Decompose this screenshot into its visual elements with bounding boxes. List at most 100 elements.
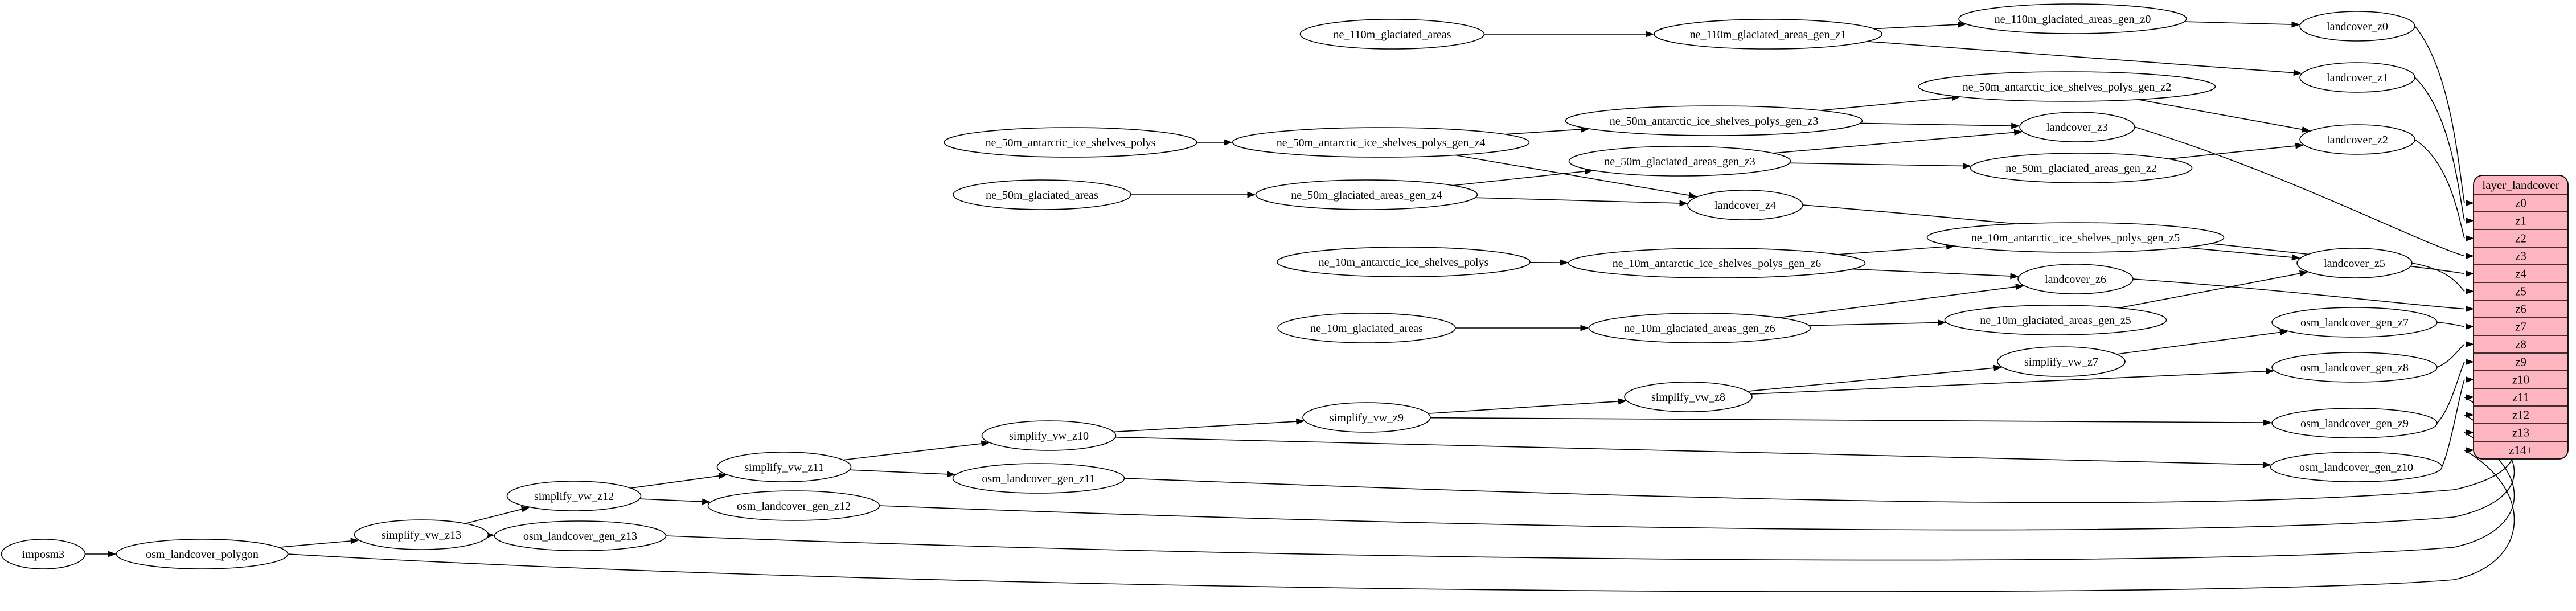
edge-simplify_vw_z8-osm_landcover_gen_z8-arrowhead-icon (2266, 368, 2275, 375)
edge-imposm3-osm_landcover_polygon-arrowhead-icon (108, 551, 117, 557)
edge-landcover_z3-row-z3 (2134, 126, 2465, 257)
node-ne_10m_antarctic_ice_shelves_polys_gen_z6: ne_10m_antarctic_ice_shelves_polys_gen_z… (1568, 248, 1866, 278)
edge-simplify_vw_z13-simplify_vw_z12 (465, 509, 523, 524)
node-label-simplify_vw_z10: simplify_vw_z10 (1009, 430, 1089, 442)
edge-simplify_vw_z12-osm_landcover_gen_z12 (639, 498, 703, 502)
edge-osm_landcover_polygon-simplify_vw_z13 (278, 540, 351, 548)
node-label-osm_landcover_polygon: osm_landcover_polygon (146, 548, 259, 561)
edge-osm_landcover_gen_z13-row-z13 (666, 432, 2515, 561)
node-label-simplify_vw_z11: simplify_vw_z11 (744, 461, 823, 474)
table-row-z13: z13 (2512, 426, 2529, 440)
edge-osm_landcover_gen_z7-row-z7-arrowhead-icon (2466, 323, 2474, 330)
node-ne_50m_antarctic_ice_shelves_polys_gen_z2: ne_50m_antarctic_ice_shelves_polys_gen_z… (1918, 71, 2216, 102)
edge-osm_landcover_gen_z10-row-z10 (2441, 379, 2465, 468)
node-ellipse-simplify_vw_z7 (1997, 346, 2126, 377)
node-label-landcover_z5: landcover_z5 (2324, 257, 2385, 270)
node-ellipse-landcover_z2 (2299, 124, 2415, 155)
node-ellipse-osm_landcover_gen_z12 (707, 490, 880, 521)
edge-ne_10m_antarctic_ice_shelves_polys-ne_10m_antarctic_ice_shelves_polys_gen_z6-arrowhead-icon (1560, 259, 1569, 266)
node-ellipse-ne_110m_glaciated_areas_gen_z1 (1654, 19, 1882, 50)
table-row-z14+: z14+ (2509, 444, 2533, 457)
edge-ne_50m_antarctic_ice_shelves_polys_gen_z4-landcover_z4-arrowhead-icon (1688, 192, 1698, 199)
edge-simplify_vw_z12-simplify_vw_z11 (630, 475, 720, 489)
node-ellipse-landcover_z1 (2299, 62, 2415, 93)
table-row-z1: z1 (2515, 214, 2526, 228)
table-row-z6: z6 (2515, 302, 2526, 316)
edge-simplify_vw_z8-simplify_vw_z7 (1747, 367, 1995, 392)
node-landcover_z5: landcover_z5 (2296, 248, 2413, 278)
node-label-osm_landcover_gen_z11: osm_landcover_gen_z11 (982, 473, 1095, 485)
edge-simplify_vw_z10-osm_landcover_gen_z10 (1115, 436, 2263, 465)
edge-landcover_z6-row-z6-arrowhead-icon (2466, 306, 2474, 312)
edge-ne_50m_antarctic_ice_shelves_polys_gen_z3-landcover_z3 (1860, 122, 2012, 126)
node-label-simplify_vw_z12: simplify_vw_z12 (534, 490, 614, 503)
edge-ne_10m_glaciated_areas_gen_z5-landcover_z5-arrowhead-icon (2299, 270, 2308, 277)
edge-landcover_z6-row-z6 (2132, 278, 2465, 310)
node-label-osm_landcover_gen_z7: osm_landcover_gen_z7 (2300, 317, 2409, 329)
node-label-simplify_vw_z7: simplify_vw_z7 (2024, 356, 2098, 368)
node-osm_landcover_gen_z13: osm_landcover_gen_z13 (494, 520, 667, 551)
edge-ne_50m_antarctic_ice_shelves_polys_gen_z2-landcover_z2-arrowhead-icon (2301, 126, 2311, 133)
node-label-ne_110m_glaciated_areas: ne_110m_glaciated_areas (1334, 28, 1451, 41)
node-ne_50m_antarctic_ice_shelves_polys_gen_z4: ne_50m_antarctic_ice_shelves_polys_gen_z… (1232, 127, 1530, 158)
edge-ne_110m_glaciated_areas_gen_z0-landcover_z0 (2184, 21, 2292, 25)
node-ne_50m_glaciated_areas: ne_50m_glaciated_areas (953, 179, 1131, 210)
node-osm_landcover_polygon: osm_landcover_polygon (116, 539, 289, 569)
node-osm_landcover_gen_z7: osm_landcover_gen_z7 (2271, 307, 2438, 338)
edge-osm_landcover_polygon-row-z14+ (288, 449, 2515, 592)
edge-simplify_vw_z10-osm_landcover_gen_z10-arrowhead-icon (2262, 461, 2271, 468)
node-ellipse-ne_10m_glaciated_areas_gen_z5 (1944, 305, 2167, 335)
table-row-z10: z10 (2512, 373, 2529, 387)
edge-simplify_vw_z9-simplify_vw_z8-arrowhead-icon (1618, 398, 1627, 405)
edge-osm_landcover_gen_z12-row-z12-arrowhead-icon (2466, 412, 2474, 418)
node-ellipse-landcover_z5 (2296, 248, 2413, 278)
node-label-osm_landcover_gen_z12: osm_landcover_gen_z12 (737, 500, 851, 512)
node-label-ne_10m_antarctic_ice_shelves_polys_gen_z6: ne_10m_antarctic_ice_shelves_polys_gen_z… (1613, 257, 1822, 270)
node-ellipse-ne_10m_antarctic_ice_shelves_polys_gen_z5 (1926, 222, 2225, 253)
node-ellipse-ne_50m_glaciated_areas_gen_z2 (1970, 153, 2193, 183)
table-row-z11: z11 (2512, 391, 2529, 404)
table-row-z0: z0 (2515, 196, 2526, 210)
edge-ne_50m_antarctic_ice_shelves_polys_gen_z3-landcover_z3-arrowhead-icon (2011, 122, 2020, 129)
node-label-osm_landcover_gen_z9: osm_landcover_gen_z9 (2300, 417, 2409, 430)
node-label-ne_10m_antarctic_ice_shelves_polys_gen_z5: ne_10m_antarctic_ice_shelves_polys_gen_z… (1971, 232, 2180, 244)
node-ne_110m_glaciated_areas: ne_110m_glaciated_areas (1299, 19, 1485, 50)
edge-ne_50m_glaciated_areas_gen_z2-landcover_z2 (2168, 145, 2296, 159)
edge-ne_10m_glaciated_areas_gen_z6-landcover_z6-arrowhead-icon (2015, 284, 2024, 290)
edge-landcover_z1-row-z1-arrowhead-icon (2466, 218, 2474, 224)
edge-ne_50m_glaciated_areas_gen_z4-ne_50m_glaciated_areas_gen_z3 (1453, 170, 1586, 186)
node-ne_10m_glaciated_areas: ne_10m_glaciated_areas (1277, 313, 1456, 343)
node-label-landcover_z0: landcover_z0 (2327, 20, 2388, 33)
edge-landcover_z5-row-z5 (2411, 263, 2465, 292)
edge-ne_50m_antarctic_ice_shelves_polys-ne_50m_antarctic_ice_shelves_polys_gen_z4-arrowhead-icon (1224, 139, 1233, 146)
node-ellipse-osm_landcover_polygon (116, 539, 289, 569)
node-simplify_vw_z9: simplify_vw_z9 (1302, 402, 1431, 433)
edge-osm_landcover_gen_z12-row-z12 (879, 414, 2515, 531)
node-ne_10m_glaciated_areas_gen_z5: ne_10m_glaciated_areas_gen_z5 (1944, 305, 2167, 335)
node-label-osm_landcover_gen_z8: osm_landcover_gen_z8 (2300, 362, 2409, 374)
node-simplify_vw_z12: simplify_vw_z12 (506, 481, 642, 511)
edge-ne_50m_glaciated_areas_gen_z4-ne_50m_glaciated_areas_gen_z3-arrowhead-icon (1584, 168, 1594, 175)
node-ellipse-ne_10m_antarctic_ice_shelves_polys_gen_z6 (1568, 248, 1866, 278)
node-osm_landcover_gen_z10: osm_landcover_gen_z10 (2270, 452, 2443, 482)
node-ellipse-ne_110m_glaciated_areas_gen_z0 (1958, 3, 2187, 34)
node-label-ne_50m_glaciated_areas: ne_50m_glaciated_areas (986, 189, 1098, 202)
node-label-ne_50m_antarctic_ice_shelves_polys_gen_z3: ne_50m_antarctic_ice_shelves_polys_gen_z… (1610, 115, 1819, 128)
node-label-ne_50m_antarctic_ice_shelves_polys_gen_z2: ne_50m_antarctic_ice_shelves_polys_gen_z… (1963, 81, 2172, 93)
edge-simplify_vw_z12-osm_landcover_gen_z12-arrowhead-icon (702, 498, 711, 505)
edge-simplify_vw_z11-simplify_vw_z10 (843, 443, 982, 461)
node-ellipse-ne_50m_antarctic_ice_shelves_polys (944, 127, 1197, 158)
edge-ne_50m_antarctic_ice_shelves_polys_gen_z4-ne_50m_antarctic_ice_shelves_polys_gen_z3 (1505, 129, 1582, 135)
node-ne_50m_antarctic_ice_shelves_polys: ne_50m_antarctic_ice_shelves_polys (944, 127, 1197, 158)
node-landcover_z2: landcover_z2 (2299, 124, 2415, 155)
edge-osm_landcover_gen_z10-row-z10-arrowhead-icon (2466, 376, 2474, 383)
edge-ne_10m_glaciated_areas_gen_z6-ne_10m_glaciated_areas_gen_z5 (1808, 322, 1939, 326)
node-ellipse-simplify_vw_z12 (506, 481, 642, 511)
edge-landcover_z4-row-z4-arrowhead-icon (2466, 270, 2474, 277)
node-ellipse-simplify_vw_z11 (716, 452, 852, 482)
node-ellipse-osm_landcover_gen_z11 (952, 463, 1125, 494)
node-label-ne_110m_glaciated_areas_gen_z0: ne_110m_glaciated_areas_gen_z0 (1995, 13, 2151, 26)
edge-simplify_vw_z10-simplify_vw_z9 (1113, 421, 1297, 433)
node-label-ne_50m_antarctic_ice_shelves_polys_gen_z4: ne_50m_antarctic_ice_shelves_polys_gen_z… (1277, 137, 1486, 149)
